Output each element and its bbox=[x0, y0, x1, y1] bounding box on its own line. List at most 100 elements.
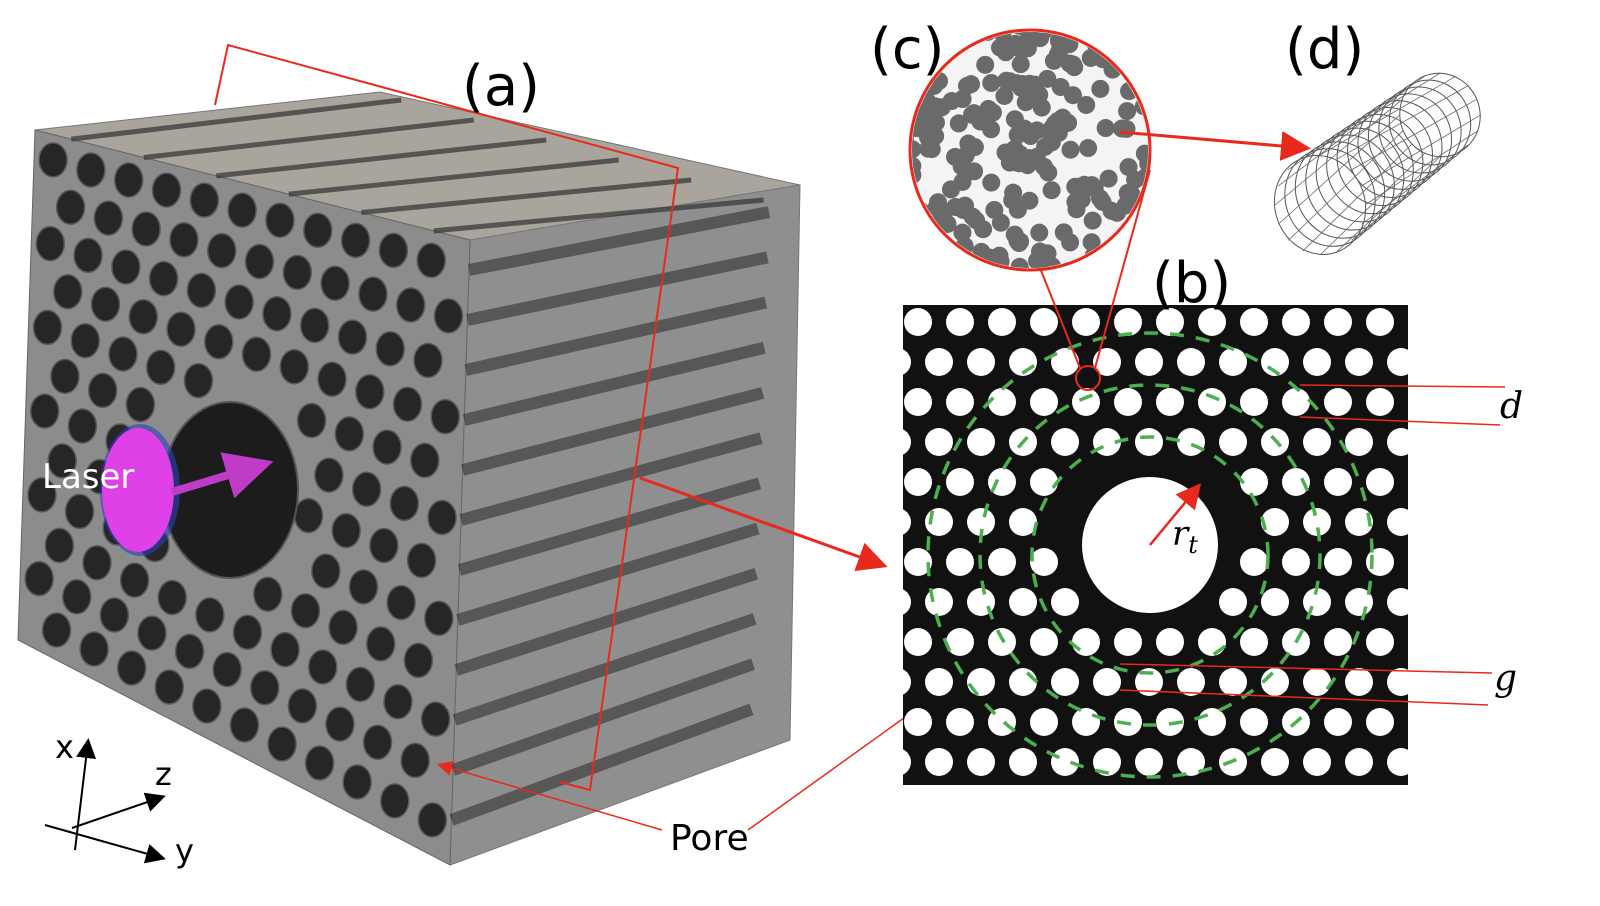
cut-plane-outline bbox=[214, 43, 680, 792]
pore bbox=[1009, 748, 1037, 776]
nanoparticle bbox=[1077, 95, 1096, 114]
pore bbox=[1303, 748, 1331, 776]
nanoparticle bbox=[1072, 189, 1091, 208]
pore bbox=[1135, 348, 1163, 376]
nanoparticle bbox=[1108, 32, 1127, 42]
pore bbox=[282, 254, 313, 291]
pore bbox=[358, 276, 388, 312]
pore bbox=[1345, 268, 1373, 296]
pore bbox=[1051, 428, 1079, 456]
zoom-marker bbox=[1075, 365, 1101, 391]
channel bbox=[459, 432, 763, 526]
nanoparticle bbox=[1054, 115, 1073, 134]
pore bbox=[967, 668, 995, 696]
tube-bond bbox=[1274, 98, 1404, 206]
pore bbox=[1240, 628, 1268, 656]
pore bbox=[299, 307, 330, 344]
tube-bond bbox=[1351, 98, 1478, 170]
nanoparticle bbox=[1012, 263, 1031, 268]
pore-label: Pore bbox=[670, 818, 749, 859]
channel bbox=[143, 117, 475, 160]
pore bbox=[253, 576, 283, 612]
pore bbox=[967, 268, 995, 296]
pore bbox=[1261, 588, 1289, 616]
pore bbox=[1450, 308, 1478, 336]
pore bbox=[169, 222, 199, 258]
pore bbox=[293, 497, 324, 534]
laser-source: Laser bbox=[42, 424, 274, 556]
nanoparticle bbox=[991, 38, 1010, 57]
nanoparticle bbox=[1028, 251, 1047, 268]
tube-bond bbox=[1319, 75, 1456, 156]
pore bbox=[1219, 668, 1247, 696]
tube-bond bbox=[1287, 75, 1426, 170]
pore bbox=[1051, 748, 1079, 776]
radius-label: rt bbox=[1172, 514, 1198, 559]
channel bbox=[462, 341, 766, 426]
pore bbox=[946, 388, 974, 416]
pore bbox=[1408, 308, 1436, 336]
pore bbox=[925, 268, 953, 296]
channel bbox=[288, 157, 620, 197]
channel bbox=[449, 703, 754, 826]
nanoparticle bbox=[949, 114, 968, 133]
pore bbox=[1471, 348, 1499, 376]
nanoparticle bbox=[918, 263, 937, 268]
pore bbox=[925, 588, 953, 616]
nanoparticle bbox=[1108, 203, 1127, 222]
nanoparticle bbox=[1054, 223, 1073, 242]
panel-label-c: (c) bbox=[870, 17, 944, 82]
pore bbox=[904, 388, 932, 416]
pore bbox=[903, 669, 911, 695]
pore bbox=[1345, 428, 1373, 456]
pore bbox=[362, 724, 393, 761]
nanoparticle bbox=[912, 205, 917, 224]
pore bbox=[41, 612, 72, 648]
pore bbox=[320, 265, 350, 302]
pore bbox=[988, 708, 1016, 736]
pore bbox=[946, 628, 974, 656]
pore bbox=[32, 309, 63, 346]
channel bbox=[466, 251, 769, 326]
pore bbox=[1072, 388, 1100, 416]
pore bbox=[1303, 428, 1331, 456]
pore bbox=[1009, 668, 1037, 696]
pore bbox=[1387, 668, 1408, 696]
pore bbox=[1093, 748, 1121, 776]
laser-arrow bbox=[170, 452, 274, 499]
pore bbox=[1282, 388, 1310, 416]
pore bbox=[119, 562, 150, 598]
pore bbox=[1366, 388, 1394, 416]
nanoparticle bbox=[982, 173, 1001, 192]
pore bbox=[87, 372, 118, 409]
pore bbox=[988, 308, 1016, 336]
nanoparticle bbox=[1018, 39, 1037, 58]
pore bbox=[90, 286, 121, 323]
pore bbox=[1093, 348, 1121, 376]
pore bbox=[378, 232, 409, 269]
axis-y-label: y bbox=[175, 832, 194, 870]
pore bbox=[1261, 748, 1289, 776]
pore bbox=[262, 295, 292, 332]
tube-bond bbox=[1337, 85, 1469, 160]
front-pores bbox=[24, 142, 464, 838]
pore bbox=[62, 579, 92, 615]
pore bbox=[1009, 508, 1037, 536]
pore bbox=[925, 348, 953, 376]
channel bbox=[451, 658, 756, 776]
pore bbox=[417, 802, 448, 838]
nanoparticle bbox=[1121, 42, 1140, 61]
pore bbox=[1324, 468, 1352, 496]
pore bbox=[1030, 388, 1058, 416]
nanoparticle bbox=[1011, 55, 1030, 74]
side-channels bbox=[449, 206, 771, 826]
nanoparticle bbox=[915, 247, 934, 266]
tube-bond bbox=[1336, 156, 1440, 252]
pore bbox=[1219, 348, 1247, 376]
pore bbox=[1324, 388, 1352, 416]
pore bbox=[365, 626, 396, 662]
pore bbox=[395, 287, 426, 323]
pore bbox=[1072, 308, 1100, 336]
nanoparticle bbox=[1079, 139, 1098, 158]
pore bbox=[111, 249, 141, 285]
